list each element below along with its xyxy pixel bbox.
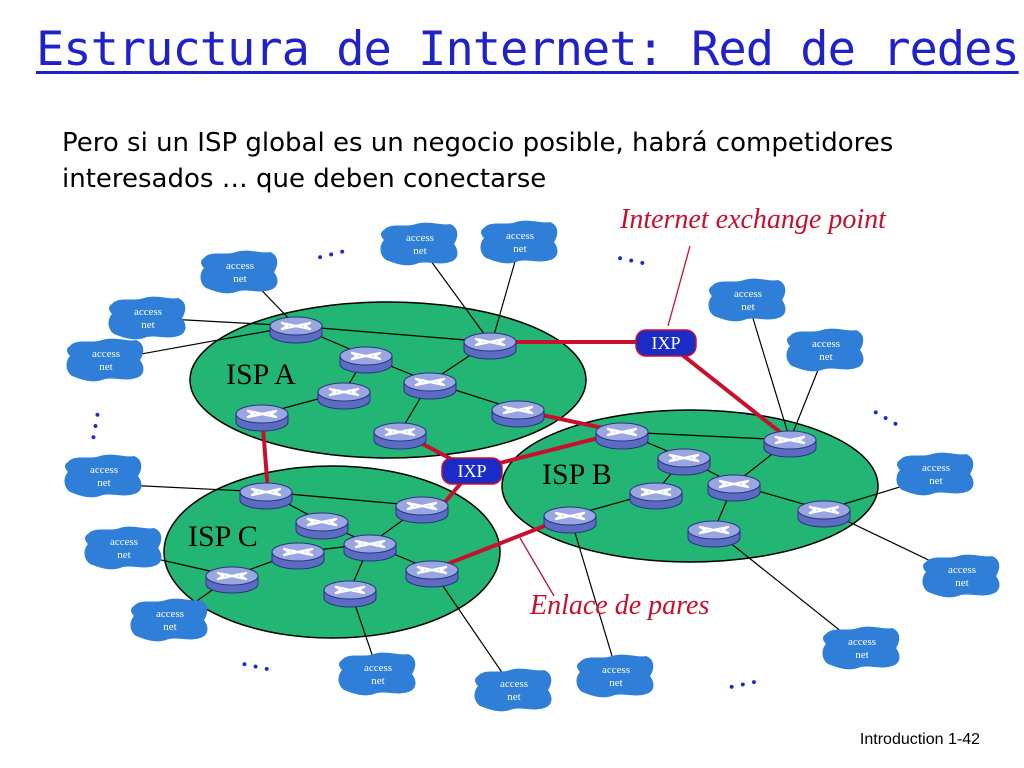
router-icon <box>707 474 761 502</box>
access-net-label: access <box>734 288 762 300</box>
access-net-label: net <box>413 245 426 257</box>
access-net-label: access <box>602 664 630 676</box>
ellipsis-right: … <box>866 386 914 435</box>
access-net-label: access <box>90 464 118 476</box>
router-icon <box>269 316 323 344</box>
access-net-label: access <box>226 260 254 272</box>
router-icon <box>763 430 817 458</box>
access-net-label: net <box>233 273 246 285</box>
router-icon <box>323 580 377 608</box>
router-icon <box>687 520 741 548</box>
access-net-label: access <box>134 306 162 318</box>
access-net-label: access <box>500 678 528 690</box>
router-icon <box>343 534 397 562</box>
slide-footer: Introduction 1-42 <box>859 731 980 748</box>
access-net-label: access <box>364 662 392 674</box>
access-net-label: access <box>848 636 876 648</box>
ellipsis-bottom-right: … <box>720 654 761 697</box>
router-icon <box>317 382 371 410</box>
access-net-label: access <box>156 608 184 620</box>
access-networks: accessnetaccessnetaccessnetaccessnetacce… <box>64 220 1000 712</box>
router-icon <box>543 506 597 534</box>
access-net-label: net <box>819 351 832 363</box>
access-net-label: net <box>741 301 754 313</box>
router-icon <box>403 372 457 400</box>
access-net-label: access <box>506 230 534 242</box>
router-icon <box>595 422 649 450</box>
access-net-label: net <box>955 577 968 589</box>
peering-annotation: Enlace de pares <box>529 590 709 621</box>
router-icon <box>295 512 349 540</box>
access-net-label: access <box>948 564 976 576</box>
access-net-label: access <box>110 536 138 548</box>
router-icon <box>239 482 293 510</box>
router-icon <box>797 500 851 528</box>
ellipsis-marks: … … … … … … <box>65 224 914 698</box>
access-net-label: net <box>507 691 520 703</box>
router-icon <box>405 560 459 588</box>
access-net-label: net <box>141 319 154 331</box>
ixp-middle: IXP <box>441 457 503 485</box>
access-net-label: net <box>97 477 110 489</box>
isp-c-label: ISP C <box>188 520 258 553</box>
ellipsis-top-left: … <box>308 224 350 268</box>
access-net-label: access <box>92 348 120 360</box>
access-net-label: net <box>163 621 176 633</box>
ellipsis-top-right: … <box>613 230 654 273</box>
annotation-pointers <box>519 245 691 597</box>
router-icon <box>339 346 393 374</box>
access-net-label: net <box>99 361 112 373</box>
access-net-label: net <box>513 243 526 255</box>
ixp-top-label: IXP <box>651 333 680 353</box>
ellipsis-left: … <box>65 405 107 445</box>
router-icon <box>395 496 449 524</box>
ellipsis-bottom-left: … <box>237 636 278 679</box>
slide-title: Estructura de Internet: Red de redes <box>36 22 1020 77</box>
ixp-top: IXP <box>635 329 697 357</box>
router-icon <box>235 404 289 432</box>
ixp-annotation: Internet exchange point <box>619 204 887 235</box>
router-icon <box>657 448 711 476</box>
access-net-label: access <box>812 338 840 350</box>
router-icon <box>463 332 517 360</box>
access-net-label: net <box>929 475 942 487</box>
isp-b-label: ISP B <box>542 458 612 491</box>
router-icon <box>629 482 683 510</box>
router-icon <box>373 422 427 450</box>
access-net-label: access <box>922 462 950 474</box>
access-net-label: net <box>371 675 384 687</box>
router-icon <box>491 400 545 428</box>
router-icon <box>205 566 259 594</box>
access-net-label: net <box>855 649 868 661</box>
isp-a-label: ISP A <box>226 358 296 391</box>
access-net-label: net <box>117 549 130 561</box>
access-net-label: access <box>406 232 434 244</box>
router-icon <box>271 542 325 570</box>
slide-subtitle: Pero si un ISP global es un negocio posi… <box>62 128 894 194</box>
ixp-middle-label: IXP <box>457 461 486 481</box>
routers <box>205 316 851 608</box>
access-net-label: net <box>609 677 622 689</box>
